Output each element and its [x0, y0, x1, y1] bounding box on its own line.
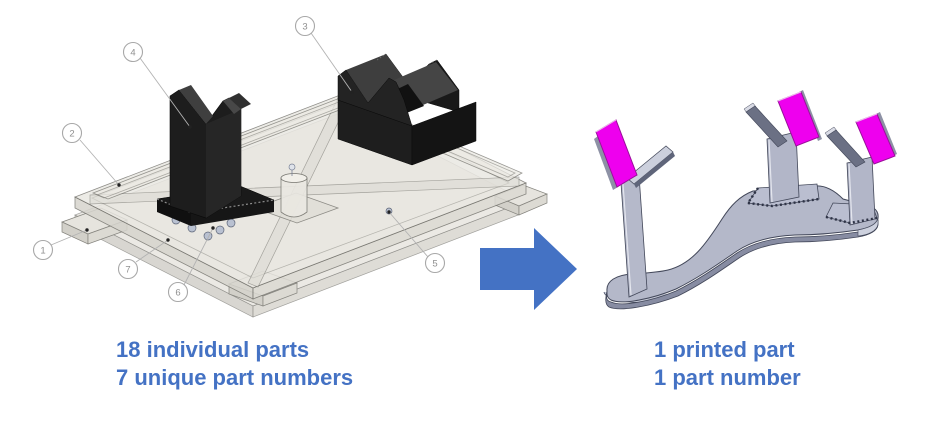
balloon-2-number: 2	[69, 129, 74, 140]
assembly-figure: 1 2 3 4 5	[32, 15, 548, 318]
printed-part-caption-line1: 1 printed part	[654, 337, 795, 362]
balloon-7-number: 7	[125, 265, 130, 276]
balloon-callouts: 1 2 3 4 5	[32, 15, 446, 303]
right-v-support	[824, 112, 897, 226]
printed-part-caption: 1 printed part 1 part number	[654, 336, 801, 392]
middle-v-support	[743, 90, 822, 204]
balloon-3: 3	[294, 15, 316, 37]
balloon-leaders	[50, 32, 429, 286]
assembly-caption-line1: 18 individual parts	[116, 337, 310, 362]
balloon-6-number: 6	[175, 288, 180, 299]
balloon-1-number: 1	[40, 246, 45, 257]
v-cradle-block	[337, 53, 477, 166]
tall-v-block	[156, 85, 275, 226]
right-arrow-icon	[480, 228, 577, 310]
balloon-5: 5	[424, 252, 446, 274]
assembly-caption: 18 individual parts 7 unique part number…	[116, 336, 353, 392]
printed-part-caption-line2: 1 part number	[654, 365, 801, 390]
balloon-4: 4	[122, 41, 144, 63]
balloon-5-number: 5	[432, 259, 437, 270]
printed-part-figure	[594, 90, 897, 310]
balloon-6: 6	[167, 281, 189, 303]
assembly-caption-line2: 7 unique part numbers	[116, 365, 354, 390]
balloon-1: 1	[32, 239, 54, 261]
balloon-3-number: 3	[302, 22, 307, 33]
balloon-4-number: 4	[130, 48, 135, 59]
left-v-support	[594, 119, 675, 298]
balloon-7: 7	[117, 258, 139, 280]
balloon-2: 2	[61, 122, 83, 144]
